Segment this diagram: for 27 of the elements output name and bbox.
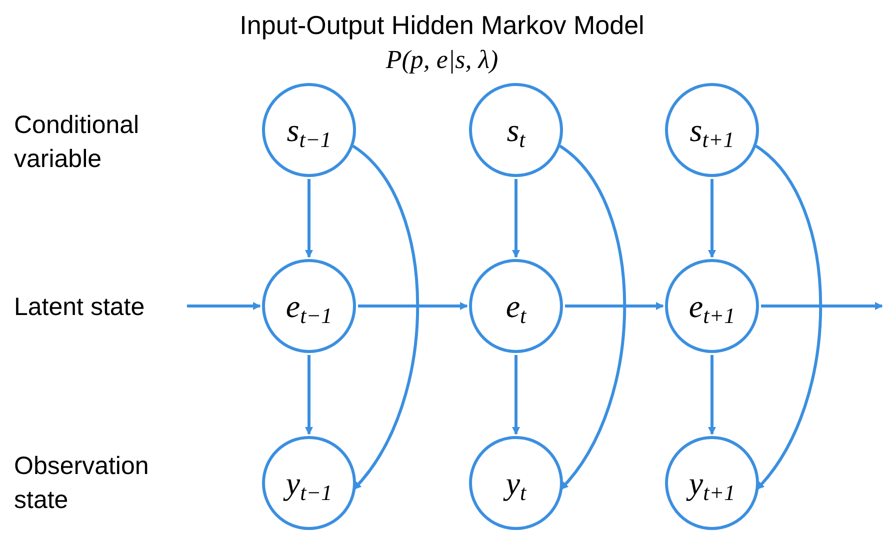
variable-label: y$_{t}$	[506, 467, 526, 499]
arrow	[761, 302, 883, 310]
arrow	[187, 302, 261, 310]
variable-label: y$_{t−1}$	[286, 467, 332, 499]
diagram-title: Input-Output Hidden Markov Model	[240, 9, 644, 42]
arrow	[755, 144, 822, 490]
arrow	[305, 179, 313, 258]
variable-label: s$_{t−1}$	[286, 114, 332, 146]
variable-label: s$_{t+1}$	[690, 114, 734, 146]
variable-label: e$_{t+1}$	[688, 290, 736, 322]
arrow	[358, 302, 468, 310]
arrow	[708, 355, 716, 435]
variable-label: e$_{t}$	[506, 290, 526, 322]
arrow	[708, 179, 716, 258]
arrow	[512, 179, 520, 258]
arrow	[305, 355, 313, 435]
row-label: Observation state	[14, 451, 150, 516]
variable-label: e$_{t−1}$	[286, 290, 332, 322]
row-label: Conditional variable	[14, 110, 140, 175]
arrow	[352, 144, 420, 490]
arrow	[512, 355, 520, 435]
row-label: Latent state	[14, 292, 145, 323]
variable-label: s$_{t}$	[506, 114, 526, 146]
arrow	[565, 302, 664, 310]
formula-label: P(p, e|s, λ)	[386, 44, 498, 76]
variable-label: y$_{t+1}$	[688, 467, 736, 499]
arrow	[559, 144, 626, 490]
